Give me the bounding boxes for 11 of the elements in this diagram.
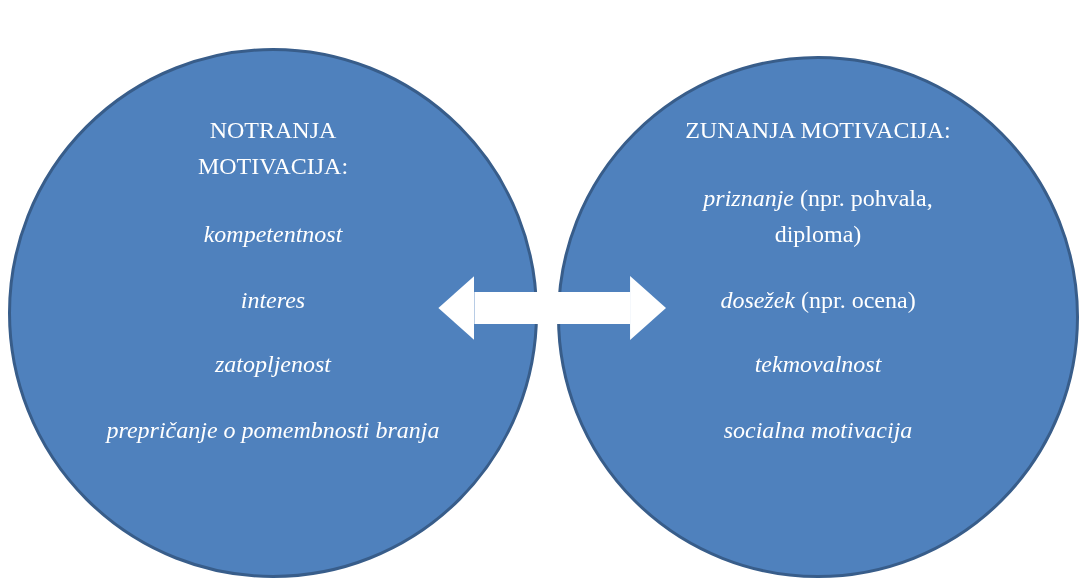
item-text: zatopljenost [214, 350, 333, 379]
item-text: socialna motivacija [722, 416, 914, 445]
item-text: priznanje (npr. pohvala, diploma) [701, 184, 934, 249]
item-text: prepričanje o pomembnosti branja [104, 416, 441, 445]
double-arrow [438, 276, 667, 340]
item-text: dosežek (npr. ocena) [719, 286, 917, 315]
item-text: interes [239, 286, 307, 315]
heading-text: NOTRANJA MOTIVACIJA: [196, 116, 350, 181]
heading-text: ZUNANJA MOTIVACIJA: [684, 116, 952, 145]
item-text: kompetentnost [202, 220, 344, 249]
item-text: tekmovalnost [753, 350, 883, 379]
